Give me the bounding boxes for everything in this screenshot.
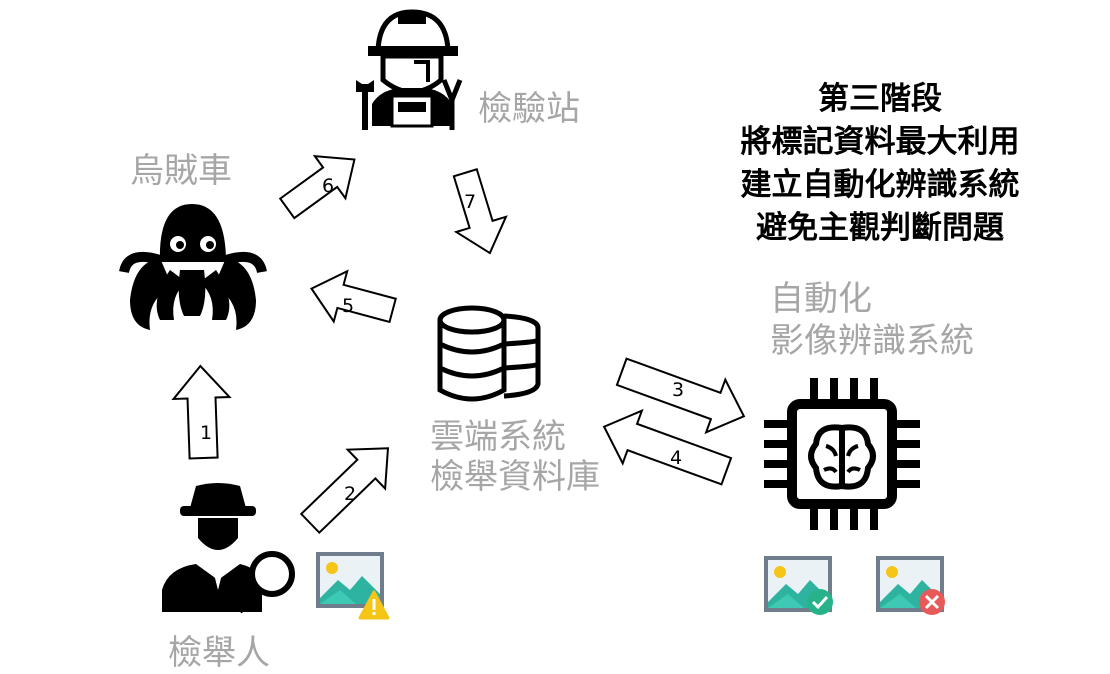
stage-title-line: 第三階段 — [818, 81, 942, 117]
arrow-label-1: 1 — [200, 422, 213, 444]
stage-title: 第三階段 將標記資料最大利用 建立自動化辨識系統 避免主觀判斷問題 — [700, 78, 1060, 250]
arrow-label-2: 2 — [344, 483, 357, 505]
arrow-label-4: 4 — [670, 447, 683, 469]
mechanic-icon — [356, 9, 463, 130]
detective-icon — [162, 483, 295, 614]
arrow-label-3: 3 — [672, 379, 685, 401]
arrow-7-shape — [452, 167, 508, 255]
arrow-label-6: 6 — [322, 175, 335, 197]
reporter-label: 檢舉人 — [168, 633, 270, 673]
stage-title-line: 建立自動化辨識系統 — [740, 167, 1020, 203]
ai-chip-icon — [764, 378, 920, 530]
arrow-5-shape — [310, 269, 397, 324]
octopus-icon — [119, 204, 267, 330]
cloud-system-label-line1: 雲端系統 — [430, 417, 566, 457]
stage-title-line: 將標記資料最大利用 — [740, 124, 1020, 160]
arrow-6-shape — [278, 154, 356, 220]
auto-recognition-label-line2: 影像辨識系統 — [770, 321, 974, 361]
arrow-3-shape — [615, 357, 746, 435]
image-warning-icon — [316, 552, 390, 620]
cloud-system-label-line2: 檢舉資料庫 — [430, 457, 600, 497]
arrow-1-shape — [171, 364, 232, 460]
arrow-2-shape — [299, 447, 390, 535]
arrow-label-7: 7 — [464, 191, 477, 213]
arrow-4-shape — [602, 408, 733, 486]
database-icon — [437, 305, 541, 402]
auto-recognition-label-line1: 自動化 — [770, 279, 872, 319]
image-cross-icon — [876, 556, 945, 615]
arrow-label-5: 5 — [342, 295, 355, 317]
image-check-icon — [764, 556, 833, 615]
inspection-station-label: 檢驗站 — [478, 89, 580, 129]
squid-car-label: 烏賊車 — [130, 151, 232, 191]
stage-title-line: 避免主觀判斷問題 — [756, 210, 1004, 246]
